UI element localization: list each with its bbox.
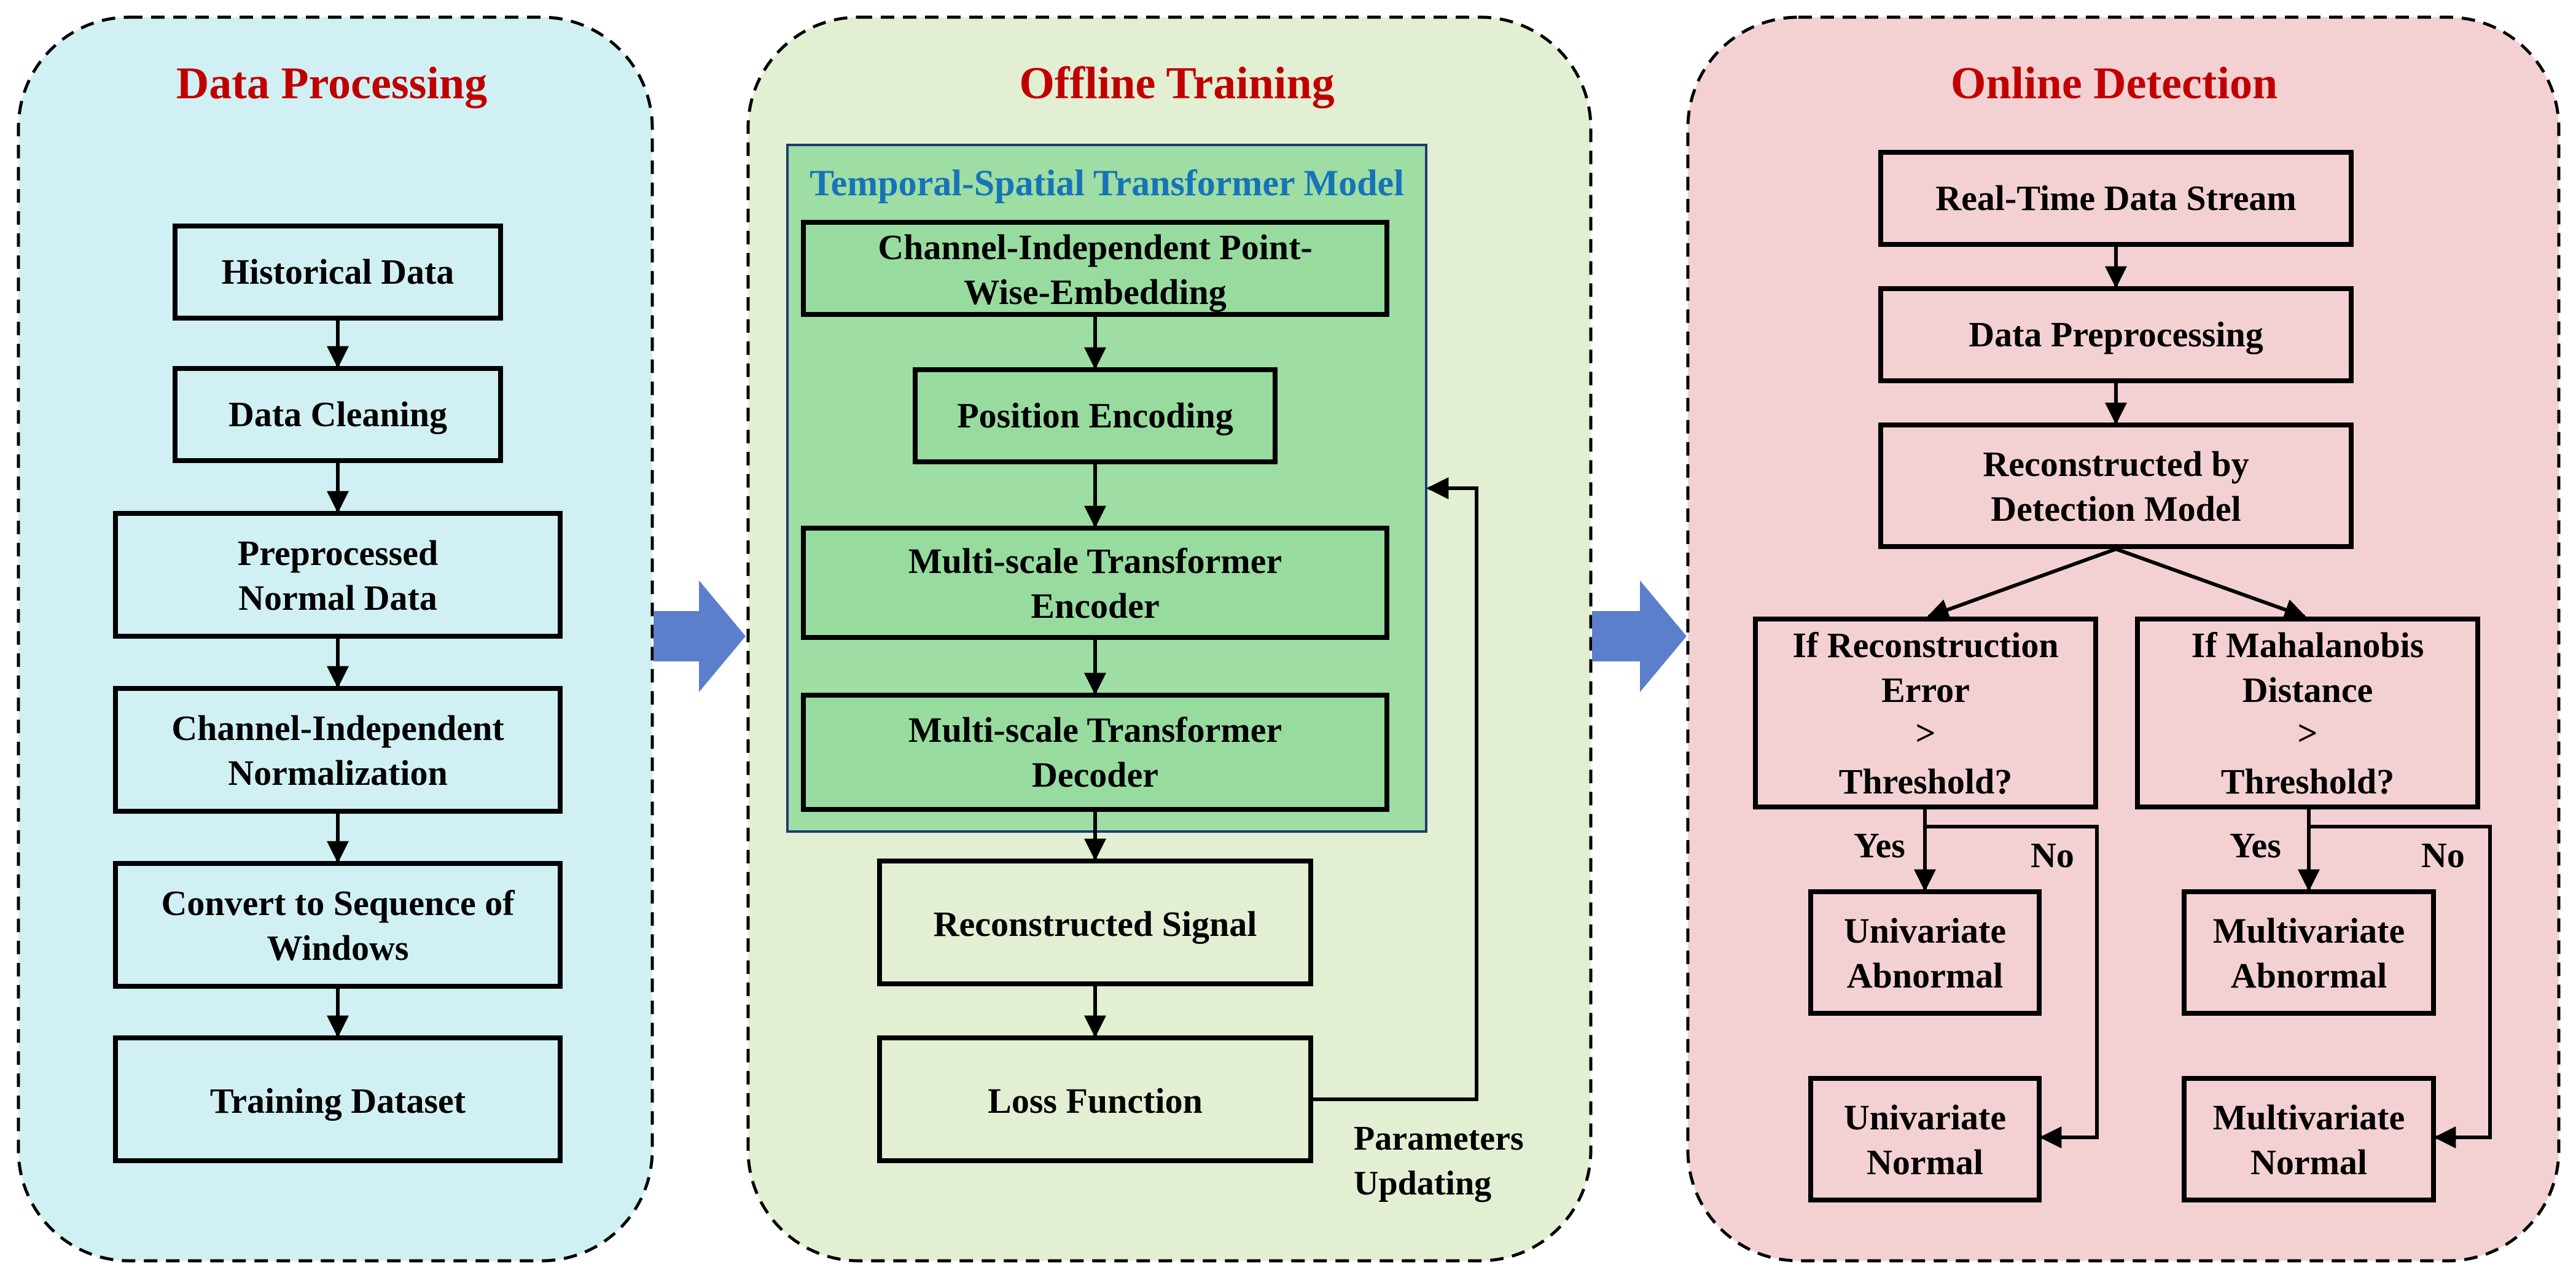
parameters-updating-label: Parameters <box>1354 1120 1524 1158</box>
yes-label: Yes <box>1854 825 1905 865</box>
box-label: Normal <box>2250 1142 2367 1182</box>
box-label: Data Cleaning <box>228 394 447 434</box>
box-label: Univariate <box>1844 1097 2006 1137</box>
box-transformer-decoder: Multi-scale Transformer Decoder <box>801 693 1389 812</box>
panel-title-online-detection: Online Detection <box>1951 58 2277 109</box>
box-label: Wise-Embedding <box>964 272 1227 312</box>
connector-arrows-training <box>1084 317 1478 1101</box>
box-label: Position Encoding <box>957 395 1233 435</box>
box-label: If Reconstruction <box>1792 625 2058 665</box>
yes-label: Yes <box>2230 825 2281 865</box>
box-label: > <box>1915 713 1935 753</box>
no-label: No <box>2031 835 2074 875</box>
box-point-wise-embedding: Channel-Independent Point- Wise-Embeddin… <box>801 220 1389 317</box>
box-label: Normalization <box>228 753 448 793</box>
box-label: Encoder <box>1031 586 1159 626</box>
box-label: Convert to Sequence of <box>161 883 515 923</box>
box-label: Channel-Independent Point- <box>878 227 1312 267</box>
box-multivariate-abnormal: Multivariate Abnormal <box>2182 889 2436 1016</box>
box-label: Error <box>1881 670 1970 710</box>
box-label: Reconstructed Signal <box>934 904 1257 944</box>
box-label: Detection Model <box>1991 489 2241 529</box>
box-label: If Mahalanobis <box>2192 625 2424 665</box>
box-label: Data Preprocessing <box>1969 314 2263 354</box>
no-label: No <box>2421 835 2465 875</box>
box-position-encoding: Position Encoding <box>913 367 1278 464</box>
box-label: Univariate <box>1844 911 2006 951</box>
panel-title-offline-training: Offline Training <box>1019 58 1334 109</box>
box-label: Multi-scale Transformer <box>908 541 1282 581</box>
connector-arrows-detection <box>1914 247 2492 1148</box>
box-convert-to-windows: Convert to Sequence of Windows <box>113 861 563 989</box>
box-label: Threshold? <box>1839 762 2013 801</box>
box-label: Decoder <box>1032 755 1158 795</box>
box-training-dataset: Training Dataset <box>113 1035 563 1163</box>
box-label: > <box>2297 713 2317 753</box>
box-label: Normal <box>1867 1142 1983 1182</box>
box-label: Reconstructed by <box>1983 444 2249 484</box>
box-label: Real-Time Data Stream <box>1935 178 2296 218</box>
box-loss-function: Loss Function <box>877 1035 1313 1163</box>
box-data-preprocessing: Data Preprocessing <box>1878 286 2354 383</box>
box-label: Loss Function <box>988 1081 1203 1121</box>
decision-reconstruction-error: If Reconstruction Error > Threshold? <box>1753 617 2098 809</box>
box-univariate-normal: Univariate Normal <box>1808 1076 2042 1202</box>
box-channel-independent-normalization: Channel-Independent Normalization <box>113 686 563 814</box>
box-label: Distance <box>2242 670 2373 710</box>
box-univariate-abnormal: Univariate Abnormal <box>1808 889 2042 1016</box>
box-label: Multivariate <box>2213 1097 2405 1137</box>
box-label: Abnormal <box>1847 956 2004 996</box>
box-label: Normal Data <box>238 578 437 618</box>
transition-arrow-icon <box>1592 580 1687 692</box>
box-label: Threshold? <box>2221 762 2395 801</box>
box-real-time-data-stream: Real-Time Data Stream <box>1878 150 2354 247</box>
box-reconstructed-signal: Reconstructed Signal <box>877 859 1313 986</box>
box-historical-data: Historical Data <box>173 224 503 321</box>
box-label: Multivariate <box>2213 911 2405 951</box>
box-preprocessed-normal-data: Preprocessed Normal Data <box>113 511 563 639</box>
box-transformer-encoder: Multi-scale Transformer Encoder <box>801 526 1389 640</box>
box-multivariate-normal: Multivariate Normal <box>2182 1076 2436 1202</box>
box-data-cleaning: Data Cleaning <box>173 366 503 463</box>
transition-arrow-icon <box>654 580 746 692</box>
box-label: Preprocessed <box>238 533 438 573</box>
box-label: Training Dataset <box>210 1081 466 1121</box>
box-reconstructed-by-detection-model: Reconstructed by Detection Model <box>1878 423 2354 549</box>
box-label: Abnormal <box>2231 956 2387 996</box>
box-label: Windows <box>267 928 408 968</box>
box-label: Historical Data <box>222 252 455 292</box>
parameters-updating-label: Updating <box>1354 1164 1491 1202</box>
decision-mahalanobis-distance: If Mahalanobis Distance > Threshold? <box>2135 617 2480 809</box>
panel-title-data-processing: Data Processing <box>176 58 487 109</box>
box-label: Channel-Independent <box>171 708 504 748</box>
model-title: Temporal-Spatial Transformer Model <box>810 163 1404 203</box>
box-label: Multi-scale Transformer <box>908 710 1282 750</box>
